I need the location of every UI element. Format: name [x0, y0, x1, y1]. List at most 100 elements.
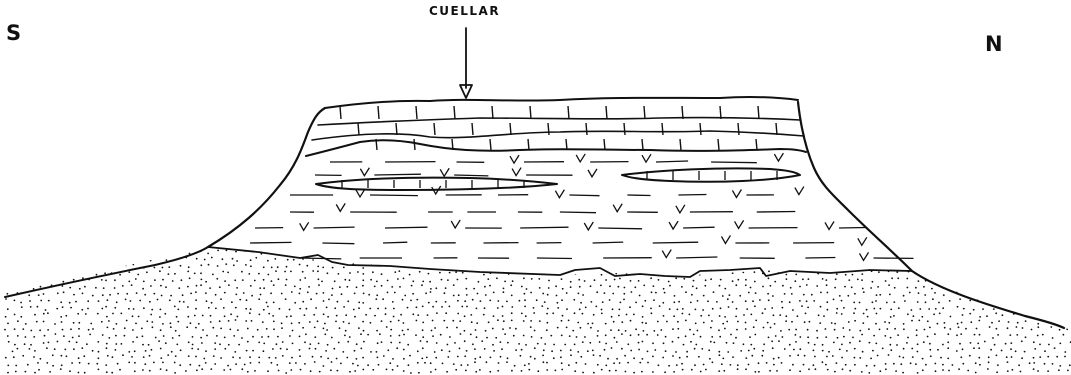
sand-dot — [572, 330, 574, 332]
sand-dot — [605, 334, 607, 336]
marl-dash — [757, 212, 796, 213]
sand-dot — [800, 265, 802, 267]
sand-dot — [695, 309, 697, 311]
sand-dot — [763, 251, 765, 253]
sand-dot — [151, 321, 153, 323]
sand-dot — [299, 349, 301, 351]
sand-dot — [561, 362, 563, 364]
sand-dot — [885, 363, 887, 365]
sand-dot — [446, 327, 448, 329]
sand-dot — [40, 286, 42, 288]
sand-dot — [506, 266, 508, 268]
sand-dot — [818, 314, 820, 316]
sand-dot — [730, 334, 732, 336]
sand-dot — [342, 351, 344, 353]
marl-dash — [805, 258, 835, 259]
sand-dot — [1039, 344, 1041, 346]
sand-dot — [402, 257, 404, 259]
sand-dot — [668, 365, 670, 367]
marl-dash — [711, 162, 757, 163]
sand-dot — [476, 308, 478, 310]
sand-dot — [522, 265, 524, 267]
limestone-joint — [376, 139, 377, 150]
sand-dot — [808, 342, 810, 344]
sand-dot — [1036, 278, 1038, 280]
sand-dot — [803, 294, 805, 296]
sand-dot — [106, 371, 108, 373]
sand-dot — [782, 307, 784, 309]
sand-dot — [917, 343, 919, 345]
sand-dot — [84, 286, 86, 288]
sand-dot — [178, 287, 180, 289]
sand-dot — [836, 251, 838, 253]
sand-dot — [245, 264, 247, 266]
sand-dot — [99, 263, 101, 265]
sand-dot — [602, 301, 604, 303]
sand-dot — [969, 355, 971, 357]
sand-dot — [19, 253, 21, 255]
sand-dot — [961, 322, 963, 324]
limestone-joint — [378, 106, 379, 119]
sand-dot — [588, 266, 590, 268]
sand-dot — [880, 308, 882, 310]
sand-dot — [842, 368, 844, 370]
limestone-lens-west — [316, 178, 557, 190]
sand-dot — [323, 300, 325, 302]
sand-dot — [708, 349, 710, 351]
sand-dot — [120, 258, 122, 260]
sand-dot — [789, 301, 791, 303]
sand-dot — [601, 265, 603, 267]
sand-dot — [190, 293, 192, 295]
sand-dot — [1014, 265, 1016, 267]
sand-dot — [965, 265, 967, 267]
sand-dot — [702, 309, 704, 311]
sand-dot — [750, 314, 752, 316]
sand-dot — [187, 316, 189, 318]
sand-dot — [34, 372, 36, 374]
sand-dot — [555, 285, 557, 287]
sand-dot — [930, 355, 932, 357]
sand-dot — [939, 253, 941, 255]
sand-dot — [280, 348, 282, 350]
sand-dot — [212, 274, 214, 276]
sand-dot — [1068, 257, 1070, 259]
sand-dot — [298, 322, 300, 324]
sand-dot — [194, 315, 196, 317]
sand-dot — [821, 264, 823, 266]
sand-dot — [534, 330, 536, 332]
sand-dot — [409, 274, 411, 276]
sand-dot — [340, 363, 342, 365]
sand-dot — [614, 279, 616, 281]
sand-dot — [1008, 294, 1010, 296]
sand-dot — [247, 371, 249, 373]
sand-dot — [195, 291, 197, 293]
sand-dot — [641, 266, 643, 268]
sand-dot — [903, 328, 905, 330]
sand-dot — [28, 279, 30, 281]
sand-dot — [888, 284, 890, 286]
sand-dot — [718, 256, 720, 258]
sand-dot — [630, 350, 632, 352]
sand-dot — [663, 342, 665, 344]
sand-dot — [306, 250, 308, 252]
sand-dot — [257, 329, 259, 331]
sand-dot — [523, 320, 525, 322]
sand-dot — [449, 306, 451, 308]
sand-dot — [314, 336, 316, 338]
sand-dot — [1025, 336, 1027, 338]
sand-dot — [263, 343, 265, 345]
sand-dot — [799, 300, 801, 302]
sand-dot — [259, 287, 261, 289]
sand-dot — [255, 257, 257, 259]
sand-dot — [1002, 258, 1004, 260]
sand-dot — [724, 328, 726, 330]
sand-dot — [639, 362, 641, 364]
sand-dot — [290, 369, 292, 371]
sand-dot — [32, 260, 34, 262]
sand-dot — [929, 327, 931, 329]
sand-dot — [1025, 271, 1027, 273]
sand-dot — [156, 256, 158, 258]
sand-dot — [893, 264, 895, 266]
sand-dot — [117, 293, 119, 295]
sand-dot — [703, 322, 705, 324]
